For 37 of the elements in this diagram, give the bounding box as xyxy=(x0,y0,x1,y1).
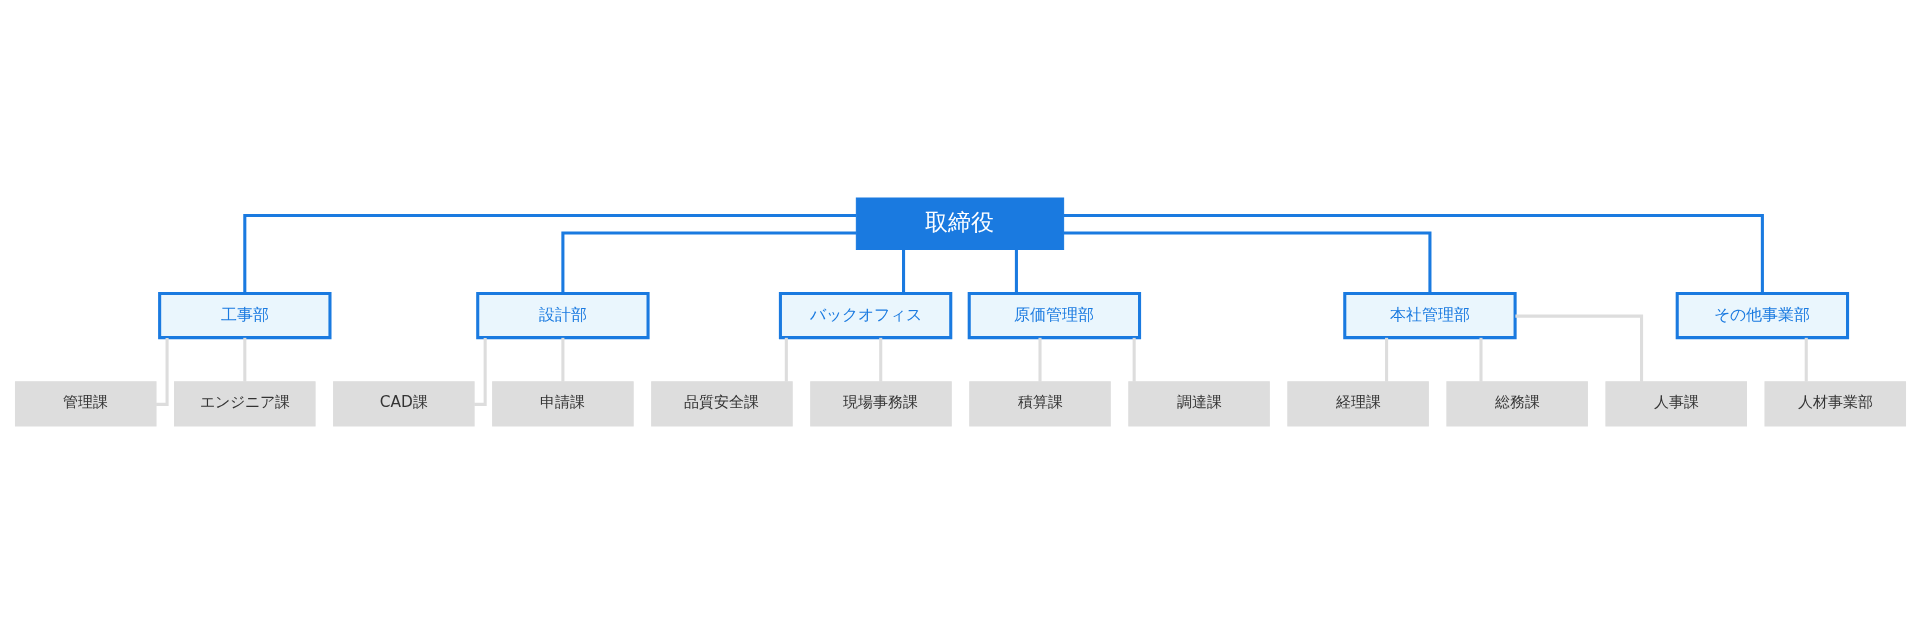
node-box: その他事業部 xyxy=(1675,291,1849,339)
connector xyxy=(560,230,856,293)
connector xyxy=(473,337,487,406)
connector xyxy=(1132,337,1136,382)
node-box: 原価管理部 xyxy=(967,291,1141,339)
node-box: 人材事業部 xyxy=(1763,380,1906,426)
connector xyxy=(1514,314,1643,382)
node-box: CAD課 xyxy=(332,380,475,426)
connector xyxy=(1063,230,1431,293)
node-box: 申請課 xyxy=(491,380,634,426)
node-box: バックオフィス xyxy=(778,291,952,339)
connector xyxy=(901,249,905,293)
connector xyxy=(155,337,169,406)
connector xyxy=(784,337,788,382)
node-box: 総務課 xyxy=(1445,380,1588,426)
node-box: 工事部 xyxy=(157,291,331,339)
node-box: 人事課 xyxy=(1604,380,1747,426)
connector xyxy=(560,337,564,382)
connector xyxy=(878,337,882,382)
node-box: 管理課 xyxy=(14,380,157,426)
connector xyxy=(242,337,246,382)
node-box: 積算課 xyxy=(968,380,1111,426)
connector xyxy=(1478,337,1482,382)
node-box: 取締役 xyxy=(855,197,1064,250)
node-box: 設計部 xyxy=(475,291,650,339)
node-box: エンジニア課 xyxy=(173,380,316,426)
connector xyxy=(1038,337,1042,382)
node-box: 経理課 xyxy=(1286,380,1429,426)
connector xyxy=(1014,249,1018,293)
node-box: 調達課 xyxy=(1127,380,1270,426)
node-box: 本社管理部 xyxy=(1342,291,1517,339)
node-box: 現場事務課 xyxy=(809,380,952,426)
connector xyxy=(1063,213,1764,293)
connector xyxy=(1384,337,1388,382)
connector xyxy=(242,213,856,293)
connector xyxy=(1804,337,1808,382)
node-box: 品質安全課 xyxy=(650,380,793,426)
